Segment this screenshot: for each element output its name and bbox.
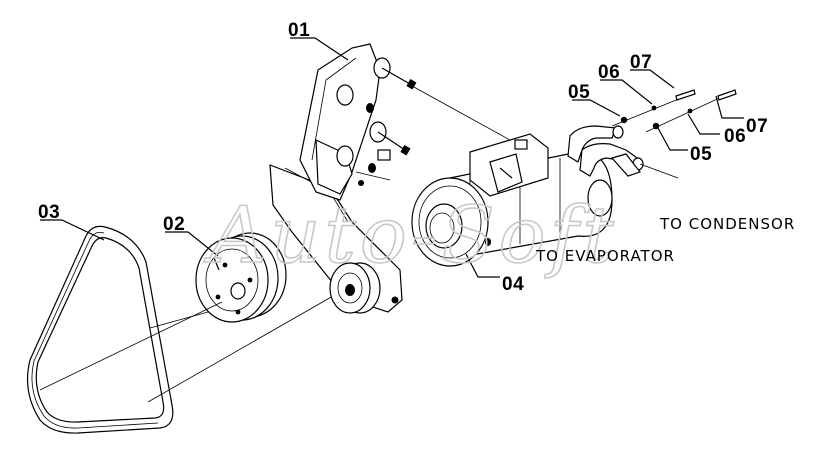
callout-05-left: 05 [568,82,590,103]
belt-routing-lines [39,291,341,403]
note-to-condensor: TO CONDENSOR [659,215,795,233]
ac-compressor [411,133,613,267]
bracket-boss-4 [336,145,376,173]
callout-03: 03 [38,202,60,223]
bracket-boss-1 [373,57,417,90]
drive-belt [26,225,174,434]
refrigerant-fittings [567,116,679,179]
bracket-boss-3 [369,121,411,156]
callout-07-left: 07 [630,52,652,73]
note-to-evaporator: TO EVAPORATOR [535,247,675,265]
callout-05-right: 05 [690,144,712,165]
bracket-boss-2 [336,84,374,113]
fitting-hardware [611,89,737,133]
callout-01: 01 [288,20,310,41]
watermark: Auto-Soft [204,191,618,281]
crankshaft-pulley [195,232,287,323]
callout-04: 04 [502,274,524,295]
callout-06-left: 06 [598,62,620,83]
callout-02: 02 [163,214,185,235]
assembly-line-bracket [411,85,511,141]
leader-lines [40,37,744,278]
idler-pulley [329,262,381,314]
callout-07-right: 07 [746,116,768,137]
callout-06-right: 06 [724,126,746,147]
